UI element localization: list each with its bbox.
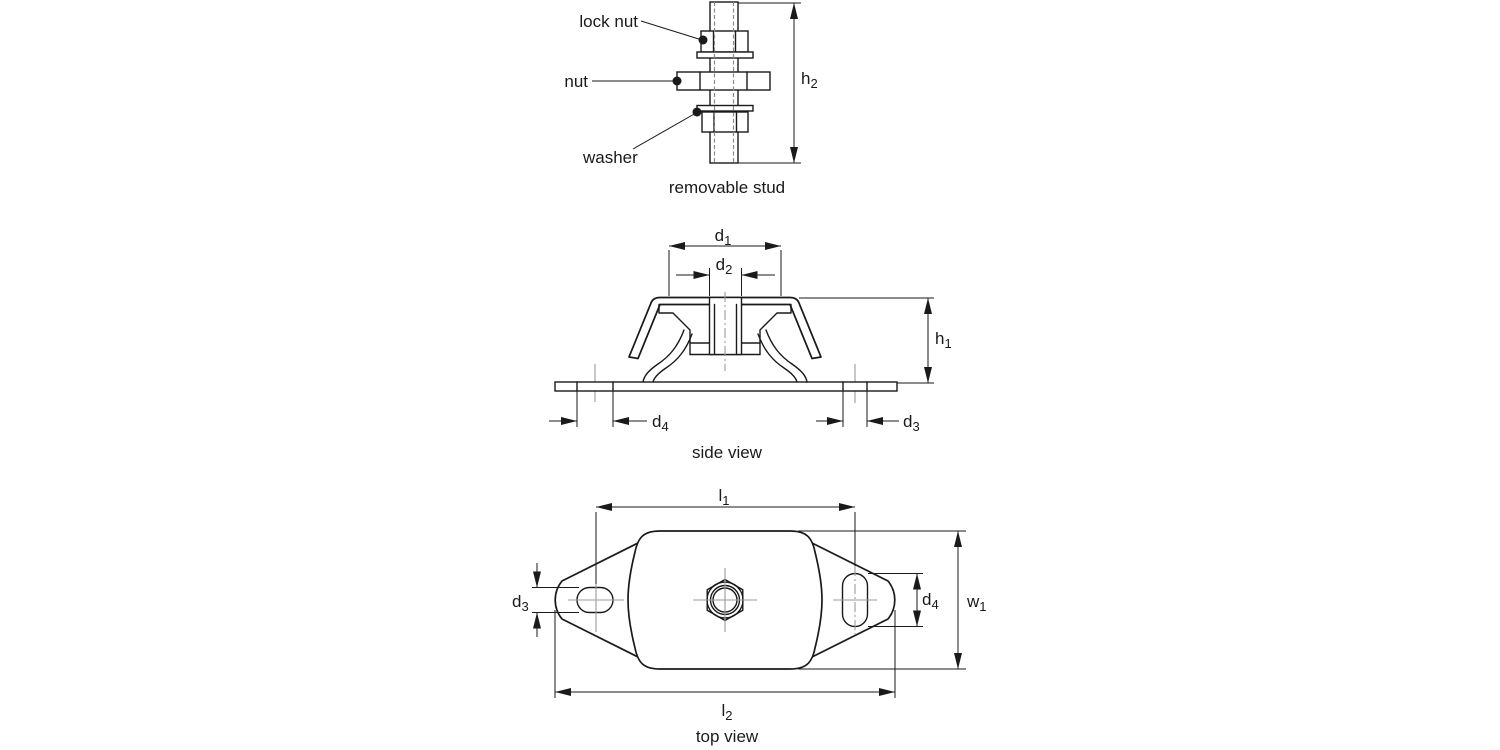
leader-washer	[632, 107, 702, 150]
bushing-pedestal	[689, 342, 761, 356]
dimension-label-w1: w1	[966, 592, 987, 614]
dimension-label-l1: l1	[718, 486, 729, 508]
upper-washer-part	[696, 51, 754, 59]
housing-outline	[628, 296, 822, 360]
dimension-label-d1: d1	[715, 226, 732, 248]
dimension-label-d2: d2	[716, 255, 733, 277]
washer-part	[696, 104, 754, 112]
dimension-label-l2: l2	[721, 701, 732, 723]
leader-dot	[692, 107, 702, 117]
dimension-label-h1: h1	[935, 329, 952, 351]
leader-dot	[672, 76, 682, 86]
dimension-d3-side: d3	[816, 391, 920, 434]
nut-part	[676, 71, 771, 91]
dimension-d1: d1	[668, 226, 782, 296]
label-nut: nut	[564, 72, 588, 91]
dimension-label-d4: d4	[922, 590, 939, 612]
dimension-l1: l1	[595, 486, 856, 584]
stud-detail-view: h2 lock nut nut washer removable stud	[564, 1, 818, 197]
leader-nut	[592, 76, 682, 86]
dimension-label-d3: d3	[903, 412, 920, 434]
dimension-h2: h2	[738, 2, 818, 164]
lock-nut-part	[700, 30, 749, 53]
rubber-bell-right	[757, 329, 808, 383]
side-view: d1 d2 h1 d4	[549, 226, 952, 462]
dimension-l2: l2	[554, 610, 896, 723]
leader-lock-nut	[640, 20, 708, 45]
caption-top-view: top view	[696, 727, 759, 746]
label-washer: washer	[582, 148, 638, 167]
rubber-bell-left	[642, 329, 693, 383]
dimension-w1: w1	[798, 530, 987, 670]
dimension-label-d3: d3	[512, 592, 529, 614]
lower-nut-part	[701, 111, 749, 133]
dimension-label-d4: d4	[652, 412, 669, 434]
label-lock-nut: lock nut	[579, 12, 638, 31]
caption-removable-stud: removable stud	[669, 178, 785, 197]
dimension-h1: h1	[799, 297, 952, 384]
inner-moulding-right	[759, 303, 792, 344]
base-plate	[554, 381, 898, 392]
leader-dot	[698, 35, 708, 45]
inner-moulding-left	[658, 303, 691, 344]
caption-side-view: side view	[692, 443, 763, 462]
top-view: l1 d3 d4 w1 l2 t	[512, 486, 987, 746]
dimension-d2: d2	[676, 255, 775, 296]
dimension-d4-side: d4	[549, 391, 669, 434]
dimension-label-h2: h2	[801, 69, 818, 91]
